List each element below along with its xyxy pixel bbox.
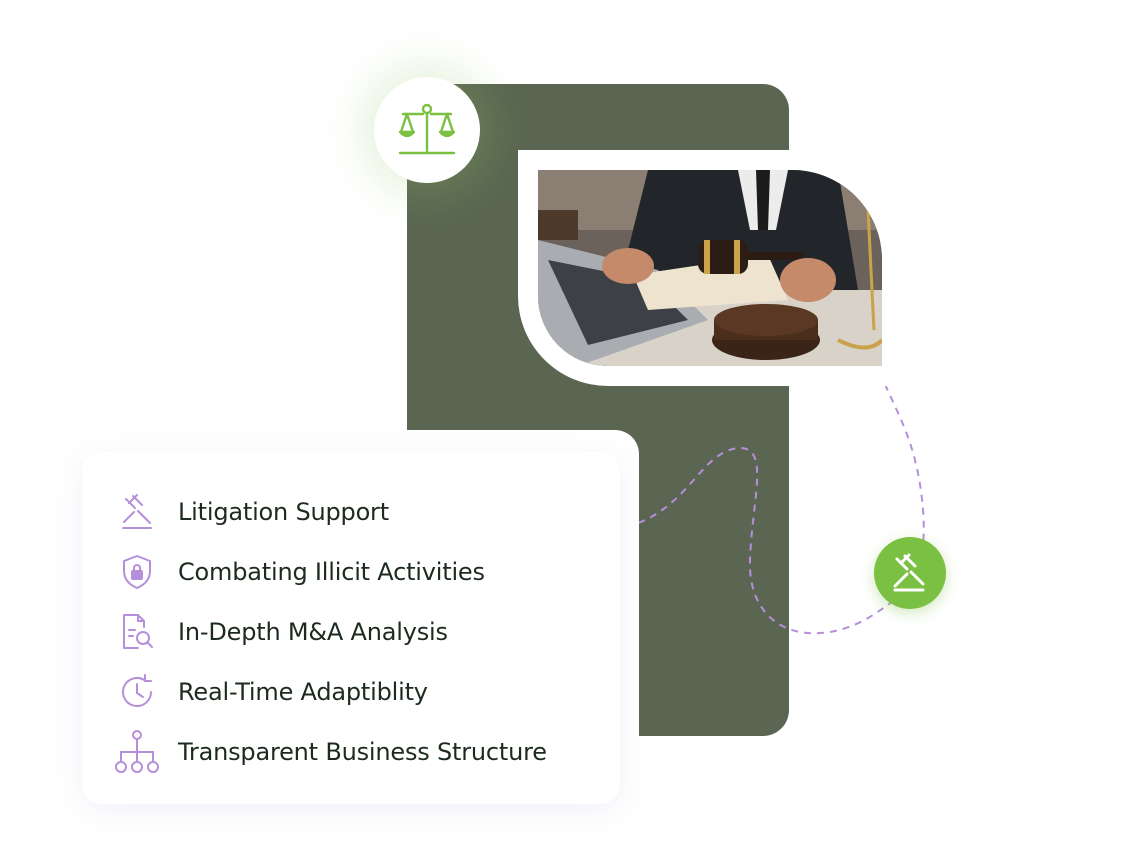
lawyer-with-gavel-photo — [538, 170, 882, 366]
feature-list: Litigation Support Combating Illicit Act… — [114, 482, 547, 782]
feature-item-m-and-a-analysis: In-Depth M&A Analysis — [114, 602, 547, 662]
feature-item-combating-illicit-activities: Combating Illicit Activities — [114, 542, 547, 602]
gavel-icon — [114, 489, 160, 535]
feature-label: Litigation Support — [178, 498, 389, 526]
scales-badge — [374, 77, 480, 183]
feature-item-real-time-adaptibility: Real-Time Adaptiblity — [114, 662, 547, 722]
feature-label: In-Depth M&A Analysis — [178, 618, 448, 646]
scales-of-justice-icon — [398, 103, 456, 155]
feature-label: Transparent Business Structure — [178, 738, 547, 766]
feature-item-litigation-support: Litigation Support — [114, 482, 547, 542]
feature-label: Combating Illicit Activities — [178, 558, 485, 586]
gavel-icon — [893, 553, 925, 592]
clock-refresh-icon — [114, 669, 160, 715]
feature-label: Real-Time Adaptiblity — [178, 678, 428, 706]
org-chart-icon — [114, 729, 160, 775]
features-card: Litigation Support Combating Illicit Act… — [82, 452, 620, 804]
feature-item-transparent-business-structure: Transparent Business Structure — [114, 722, 547, 782]
shield-lock-icon — [114, 549, 160, 595]
gavel-badge — [874, 537, 946, 609]
document-search-icon — [114, 609, 160, 655]
